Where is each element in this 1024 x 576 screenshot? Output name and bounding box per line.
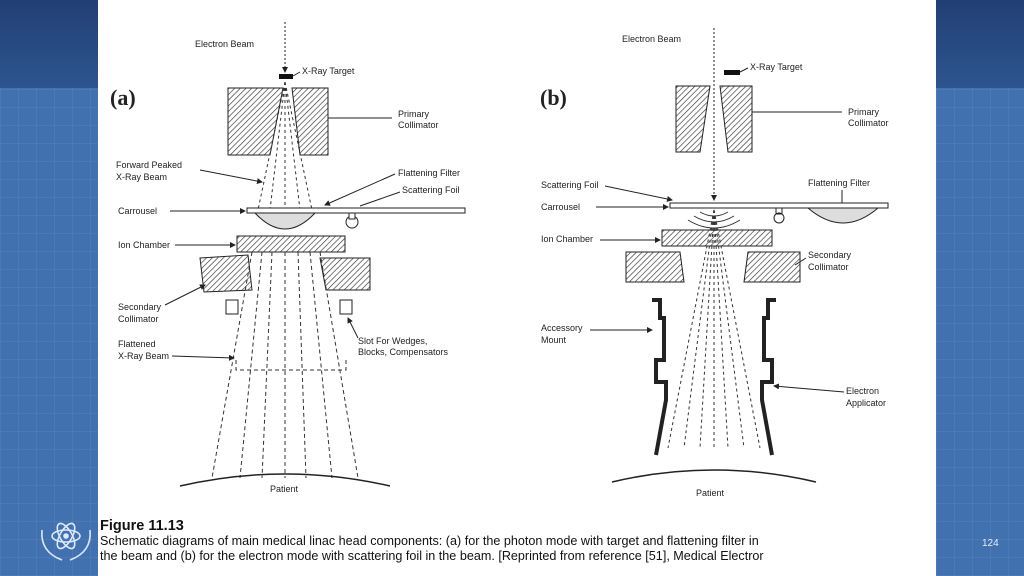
label-a-flattened-1: Flattened bbox=[118, 339, 156, 349]
label-a-slot-2: Blocks, Compensators bbox=[358, 347, 449, 357]
label-a-flattening: Flattening Filter bbox=[398, 168, 460, 178]
b-applicator-right bbox=[760, 298, 776, 456]
b-secondary-collimator bbox=[625, 251, 801, 283]
label-a-xray-target: X-Ray Target bbox=[302, 66, 355, 76]
caption-line-1: Schematic diagrams of main medical linac… bbox=[100, 534, 759, 548]
label-b-accessory-2: Mount bbox=[541, 335, 567, 345]
a-secondary-collimator bbox=[199, 254, 371, 293]
label-a-forward-1: Forward Peaked bbox=[116, 160, 182, 170]
label-a-secondary-1: Secondary bbox=[118, 302, 162, 312]
b-xray-target bbox=[724, 70, 740, 75]
label-a-scattering: Scattering Foil bbox=[402, 185, 460, 195]
label-a-primary-2: Collimator bbox=[398, 120, 439, 130]
b-electron-beam-fan bbox=[667, 209, 761, 449]
label-a-ion-chamber: Ion Chamber bbox=[118, 240, 170, 250]
label-a-patient: Patient bbox=[270, 484, 299, 494]
label-a-flattened-2: X-Ray Beam bbox=[118, 351, 169, 361]
b-patient-surface bbox=[611, 469, 817, 483]
label-b-applicator-1: Electron bbox=[846, 386, 879, 396]
label-a-slot-1: Slot For Wedges, bbox=[358, 336, 427, 346]
a-forward-beam bbox=[257, 81, 313, 211]
label-b-patient: Patient bbox=[696, 488, 725, 498]
a-primary-collimator bbox=[227, 87, 329, 156]
label-a-primary-1: Primary bbox=[398, 109, 429, 119]
label-b-flattening: Flattening Filter bbox=[808, 178, 870, 188]
atom-laurel-logo-icon bbox=[41, 522, 91, 561]
label-b-carrousel: Carrousel bbox=[541, 202, 580, 212]
label-b-ion-chamber: Ion Chamber bbox=[541, 234, 593, 244]
label-a-carrousel: Carrousel bbox=[118, 206, 157, 216]
label-b-secondary-1: Secondary bbox=[808, 250, 852, 260]
panel-a-letter: (a) bbox=[110, 85, 136, 110]
a-flattened-beam bbox=[211, 251, 359, 479]
caption-line-2: the beam and (b) for the electron mode w… bbox=[100, 549, 764, 563]
label-b-secondary-2: Collimator bbox=[808, 262, 849, 272]
label-b-accessory-1: Accessory bbox=[541, 323, 583, 333]
b-carrousel bbox=[669, 202, 889, 209]
b-applicator-left bbox=[652, 298, 668, 456]
label-a-secondary-2: Collimator bbox=[118, 314, 159, 324]
a-patient-surface bbox=[179, 473, 391, 487]
b-primary-collimator bbox=[675, 85, 753, 153]
a-flattening-filter bbox=[253, 212, 317, 230]
figure-caption: Figure 11.13 Schematic diagrams of main … bbox=[100, 519, 936, 564]
panel-b-letter: (b) bbox=[540, 85, 567, 110]
a-carrousel bbox=[246, 207, 466, 214]
b-scatter-arcs bbox=[687, 211, 741, 229]
label-b-applicator-2: Applicator bbox=[846, 398, 886, 408]
label-b-primary-2: Collimator bbox=[848, 118, 889, 128]
label-b-electron-beam: Electron Beam bbox=[622, 34, 681, 44]
panel-b: (b) Electron Beam X-Ray Target Primary C… bbox=[540, 28, 889, 498]
b-ion-chamber bbox=[661, 229, 773, 247]
label-b-xray-target: X-Ray Target bbox=[750, 62, 803, 72]
a-ion-chamber bbox=[236, 235, 346, 253]
a-xray-target bbox=[279, 74, 293, 79]
label-b-scattering: Scattering Foil bbox=[541, 180, 599, 190]
label-b-primary-1: Primary bbox=[848, 107, 879, 117]
page-number: 124 bbox=[982, 538, 999, 549]
label-a-forward-2: X-Ray Beam bbox=[116, 172, 167, 182]
caption-title: Figure 11.13 bbox=[100, 519, 184, 534]
b-flattening-filter bbox=[806, 207, 880, 224]
panel-a: (a) Electron Beam X-Ray Target Primary C… bbox=[110, 22, 466, 494]
label-a-electron-beam: Electron Beam bbox=[195, 39, 254, 49]
